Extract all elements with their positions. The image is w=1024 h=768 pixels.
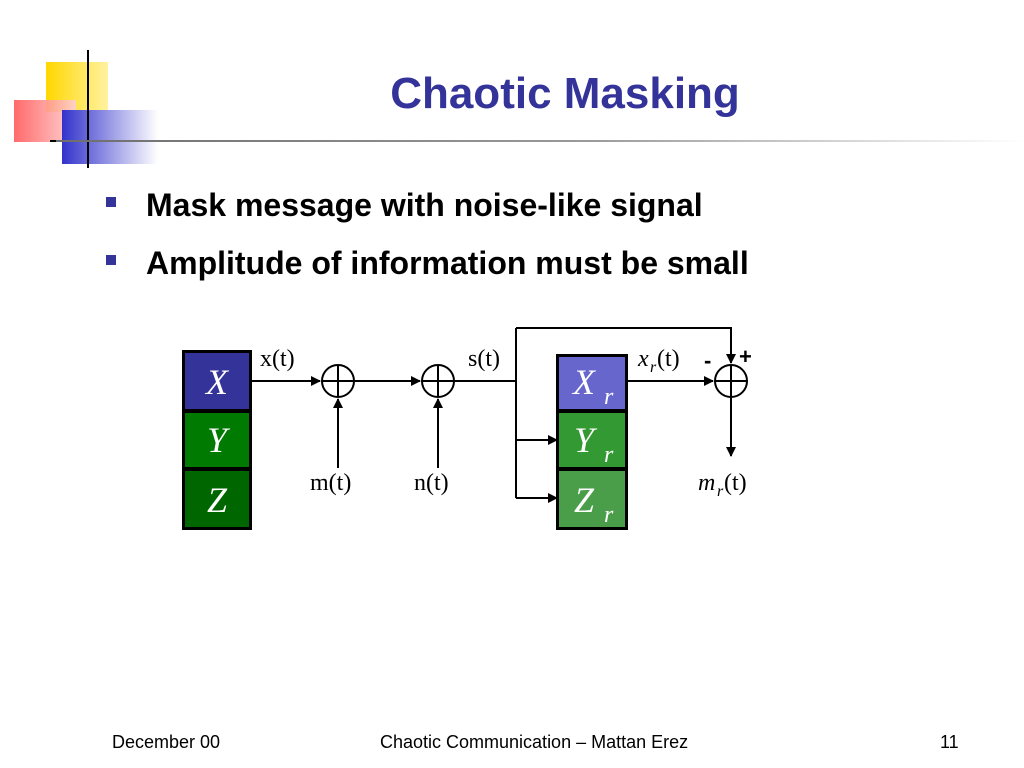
label-xr-arg: (t) (657, 346, 680, 372)
slide-title: Chaotic Masking (390, 69, 740, 118)
label-x-of-t: x(t) (260, 346, 295, 372)
footer-title: Chaotic Communication – Mattan Erez (380, 732, 689, 752)
receiver-y-subscript: r (604, 442, 614, 468)
receiver-z-subscript: r (604, 502, 614, 528)
label-mr-base: m (698, 470, 715, 496)
chaotic-masking-diagram: X Y Z X r Y r Z r (182, 327, 752, 530)
receiver-x-label: X (571, 362, 597, 402)
minus-sign: - (704, 348, 711, 373)
transmitter-x-label: X (204, 362, 230, 402)
transmitter-y-label: Y (207, 420, 231, 460)
label-s-of-t: s(t) (468, 346, 500, 372)
bullet-item: Amplitude of information must be small (106, 234, 749, 292)
bullet-item: Mask message with noise-like signal (106, 176, 749, 234)
transmitter-y-block (185, 413, 249, 467)
subtractor-receiver (714, 364, 748, 398)
decorative-corner-graphic (14, 50, 160, 168)
label-xr-subscript: r (650, 359, 657, 376)
adder-noise (421, 364, 455, 398)
receiver-z-block (559, 471, 625, 527)
receiver-x-block (559, 357, 625, 409)
bullet-text: Amplitude of information must be small (146, 244, 749, 281)
receiver-y-block (559, 413, 625, 467)
transmitter-z-block (185, 471, 249, 527)
transmitter-chaos-system: X Y Z (182, 350, 252, 530)
bullet-square-icon (106, 197, 116, 207)
label-mr-subscript: r (717, 483, 724, 500)
signal-paths (252, 327, 736, 503)
footer-date: December 00 (112, 732, 221, 752)
label-n-of-t: n(t) (414, 470, 449, 496)
receiver-z-label: Z (574, 480, 595, 520)
receiver-y-label: Y (574, 420, 598, 460)
bullet-text: Mask message with noise-like signal (146, 186, 703, 223)
bullet-list: Mask message with noise-like signal Ampl… (106, 176, 749, 292)
label-m-of-t: m(t) (310, 470, 351, 496)
label-mr-arg: (t) (724, 470, 747, 496)
bullet-square-icon (106, 255, 116, 265)
plus-sign: + (739, 344, 752, 369)
title-divider (56, 140, 1024, 142)
transmitter-z-label: Z (207, 480, 228, 520)
receiver-x-subscript: r (604, 384, 614, 410)
receiver-chaos-system: X r Y r Z r (556, 354, 628, 530)
adder-message (321, 364, 355, 398)
label-xr-base: x (637, 346, 649, 372)
footer-page-number: 11 (940, 732, 959, 752)
transmitter-x-block (185, 353, 249, 409)
